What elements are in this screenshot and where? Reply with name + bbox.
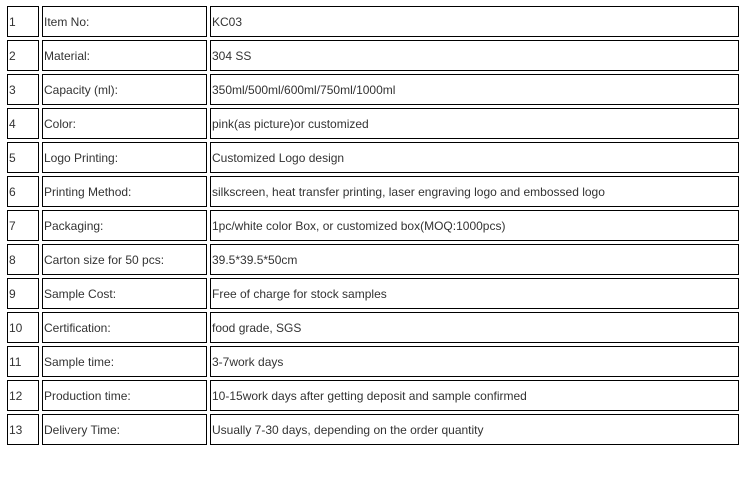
row-value: Customized Logo design bbox=[210, 142, 739, 173]
table-row: 11 Sample time: 3-7work days bbox=[7, 346, 739, 377]
row-label: Packaging: bbox=[42, 210, 207, 241]
table-row: 12 Production time: 10-15work days after… bbox=[7, 380, 739, 411]
row-label: Material: bbox=[42, 40, 207, 71]
row-number: 8 bbox=[7, 244, 39, 275]
row-label: Production time: bbox=[42, 380, 207, 411]
row-number: 13 bbox=[7, 414, 39, 445]
row-label: Logo Printing: bbox=[42, 142, 207, 173]
row-number: 1 bbox=[7, 6, 39, 37]
row-value: 10-15work days after getting deposit and… bbox=[210, 380, 739, 411]
table-row: 2 Material: 304 SS bbox=[7, 40, 739, 71]
row-number: 9 bbox=[7, 278, 39, 309]
table-row: 8 Carton size for 50 pcs: 39.5*39.5*50cm bbox=[7, 244, 739, 275]
row-value: 39.5*39.5*50cm bbox=[210, 244, 739, 275]
row-label: Item No: bbox=[42, 6, 207, 37]
table-row: 9 Sample Cost: Free of charge for stock … bbox=[7, 278, 739, 309]
row-number: 5 bbox=[7, 142, 39, 173]
row-value: KC03 bbox=[210, 6, 739, 37]
row-value: 350ml/500ml/600ml/750ml/1000ml bbox=[210, 74, 739, 105]
row-label: Carton size for 50 pcs: bbox=[42, 244, 207, 275]
row-label: Color: bbox=[42, 108, 207, 139]
row-number: 7 bbox=[7, 210, 39, 241]
row-value: 1pc/white color Box, or customized box(M… bbox=[210, 210, 739, 241]
table-row: 3 Capacity (ml): 350ml/500ml/600ml/750ml… bbox=[7, 74, 739, 105]
row-label: Sample Cost: bbox=[42, 278, 207, 309]
row-label: Sample time: bbox=[42, 346, 207, 377]
table-row: 1 Item No: KC03 bbox=[7, 6, 739, 37]
table-row: 6 Printing Method: silkscreen, heat tran… bbox=[7, 176, 739, 207]
row-label: Printing Method: bbox=[42, 176, 207, 207]
row-number: 4 bbox=[7, 108, 39, 139]
row-label: Certification: bbox=[42, 312, 207, 343]
table-row: 7 Packaging: 1pc/white color Box, or cus… bbox=[7, 210, 739, 241]
row-number: 3 bbox=[7, 74, 39, 105]
table-row: 10 Certification: food grade, SGS bbox=[7, 312, 739, 343]
row-value: food grade, SGS bbox=[210, 312, 739, 343]
row-label: Capacity (ml): bbox=[42, 74, 207, 105]
row-number: 11 bbox=[7, 346, 39, 377]
row-number: 12 bbox=[7, 380, 39, 411]
row-value: Usually 7-30 days, depending on the orde… bbox=[210, 414, 739, 445]
row-label: Delivery Time: bbox=[42, 414, 207, 445]
spec-table: 1 Item No: KC03 2 Material: 304 SS 3 Cap… bbox=[4, 3, 742, 448]
table-row: 4 Color: pink(as picture)or customized bbox=[7, 108, 739, 139]
row-number: 10 bbox=[7, 312, 39, 343]
row-value: pink(as picture)or customized bbox=[210, 108, 739, 139]
spec-table-body: 1 Item No: KC03 2 Material: 304 SS 3 Cap… bbox=[7, 6, 739, 445]
row-value: 3-7work days bbox=[210, 346, 739, 377]
row-value: 304 SS bbox=[210, 40, 739, 71]
row-value: Free of charge for stock samples bbox=[210, 278, 739, 309]
row-value: silkscreen, heat transfer printing, lase… bbox=[210, 176, 739, 207]
table-row: 13 Delivery Time: Usually 7-30 days, dep… bbox=[7, 414, 739, 445]
table-row: 5 Logo Printing: Customized Logo design bbox=[7, 142, 739, 173]
row-number: 6 bbox=[7, 176, 39, 207]
row-number: 2 bbox=[7, 40, 39, 71]
